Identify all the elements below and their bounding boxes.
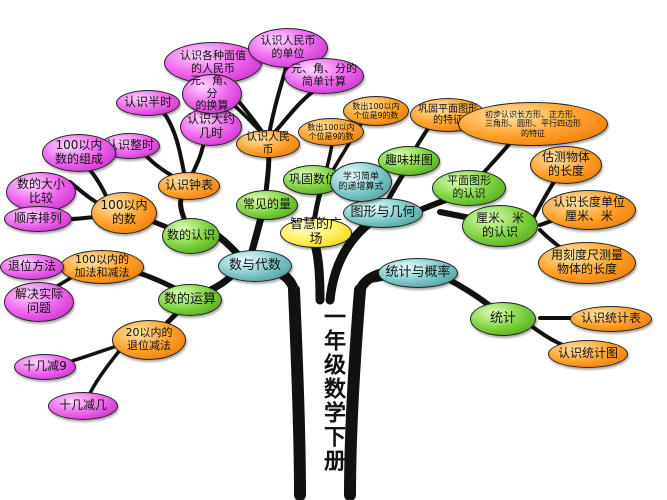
node-qu-wei-pin-tu[interactable]: 趣味拼图 [378, 146, 440, 176]
node-chu-bu-ren-shi[interactable]: 初步认识长方形、正方形、 三角形、圆形、平行四边形 的特征 [458, 102, 608, 146]
node-shu-chu-1[interactable]: 数出100以内 个位是9的数 [343, 96, 409, 126]
node-er-shi-tui-wei[interactable]: 20以内的 退位减法 [112, 320, 186, 360]
node-shi-ji-jian-jiu[interactable]: 十几减9 [14, 354, 76, 380]
node-shun-xu[interactable]: 顺序排列 [4, 206, 72, 232]
node-huan-suan[interactable]: 元、角、分 的换算 [182, 74, 242, 114]
node-tong-ji[interactable]: 统计 [470, 302, 536, 336]
node-tu-xing-yu-ji-he[interactable]: 图形与几何 [343, 198, 423, 228]
node-ren-shi-ban-shi[interactable]: 认识半时 [116, 90, 180, 116]
node-yong-ke-du-chi[interactable]: 用刻度尺测量 物体的长度 [538, 242, 636, 284]
node-xue-xi-jian-dan[interactable]: 学习简单 的递增算式 [330, 162, 392, 202]
node-jie-jue-wen-ti[interactable]: 解决实际 问题 [4, 282, 74, 322]
node-shu-yu-dai-shu[interactable]: 数与代数 [218, 250, 292, 282]
node-zhi-hui-de-guang-chang[interactable]: 智慧的广场 [280, 217, 352, 248]
trunk-title: 一年级数学下册 [320, 305, 345, 473]
node-li-mi-mi[interactable]: 厘米、米 的认识 [462, 205, 538, 247]
node-ren-shi-zheng-shi[interactable]: 认识整时 [100, 133, 160, 159]
node-ren-shi-da-yue[interactable]: 认识大约 几时 [180, 108, 242, 146]
node-ren-shi-ren-min-bi[interactable]: 认识人民币 [236, 130, 300, 158]
node-shi-ji-jian-ji[interactable]: 十几减几 [48, 392, 118, 420]
node-shu-de-ren-shi[interactable]: 数的认识 [162, 218, 220, 254]
node-ren-shi-zhong-biao[interactable]: 认识钟表 [158, 172, 220, 200]
node-tui-wei-fang-fa[interactable]: 退位方法 [0, 254, 64, 280]
node-mian-zhi[interactable]: 认识各种面值 的人民币 [164, 42, 262, 84]
node-tong-ji-yu-gai-lv[interactable]: 统计与概率 [378, 258, 458, 288]
node-chang-jian-de-liang[interactable]: 常见的量 [236, 190, 298, 220]
node-yi-bai-jia-jian[interactable]: 100以内的 加法和减法 [60, 250, 144, 284]
node-shu-de-yun-suan[interactable]: 数的运算 [158, 284, 222, 316]
node-ren-shi-tong-ji-biao[interactable]: 认识统计表 [570, 306, 652, 332]
node-shu-chu-2[interactable]: 数出100以内 个位是9的数 [298, 118, 364, 146]
node-ping-mian-tu-xing[interactable]: 平面图形 的认识 [432, 170, 506, 206]
node-gu-ce-wu-ti[interactable]: 估测物体 的长度 [530, 146, 602, 184]
node-ren-shi-chang-du[interactable]: 认识长度单位 厘米、米 [542, 190, 636, 230]
node-zu-cheng[interactable]: 100以内 数的组成 [42, 134, 116, 172]
node-ren-shi-tong-ji-tu[interactable]: 认识统计图 [548, 340, 628, 368]
node-yi-bai-yi-nei-shu[interactable]: 100以内 的数 [91, 192, 157, 234]
node-jian-dan-ji-suan[interactable]: 元、角、分的 简单计算 [284, 58, 364, 94]
